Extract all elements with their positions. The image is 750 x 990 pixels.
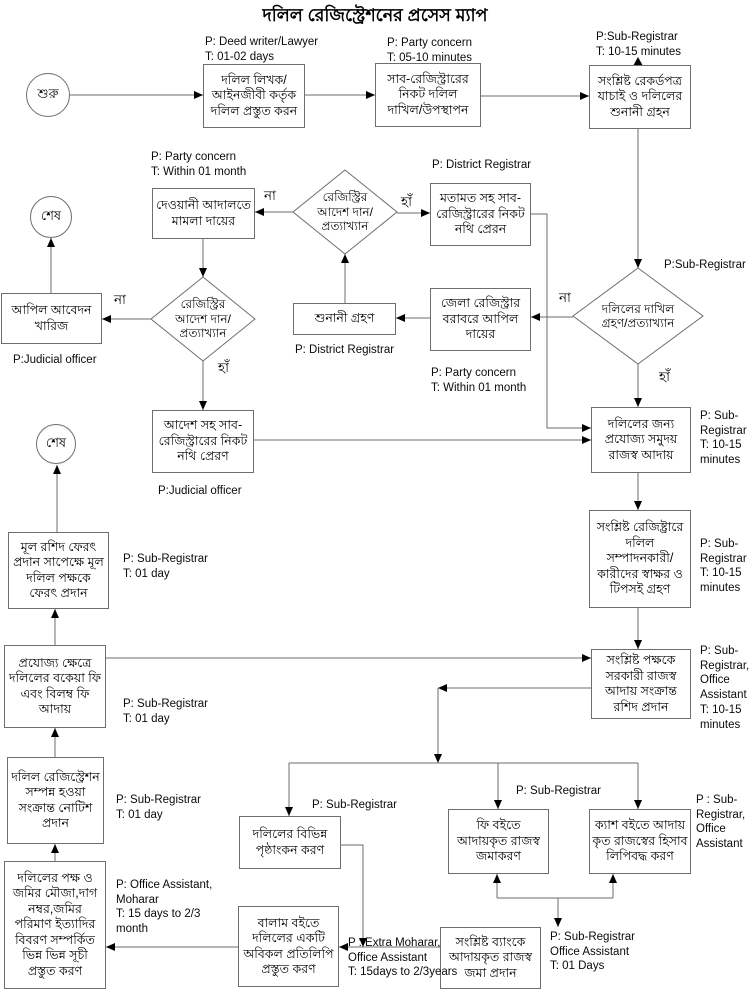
return-arrow-icon — [633, 57, 643, 66]
annotation-civil-suit: P: Party concern T: Within 01 month — [151, 151, 247, 178]
node-bank-deposit: সংশ্লিষ্ট ব্যাংকে আদায়কৃত রাজস্ব জমা প্… — [440, 927, 541, 989]
start-terminal: শুরু — [26, 73, 70, 117]
annotation-signatures-thumbprints: P: Sub- Registrar T: 10-15 minutes — [700, 538, 747, 595]
annotation-endorsements: P: Sub-Registrar — [312, 799, 398, 811]
end-terminal-1: শেষ — [30, 196, 72, 238]
node-fee-book-deposit: ফি বইতে আদায়কৃত রাজস্ব জমাকরণ — [448, 809, 549, 874]
annotation-bank-deposit: P: Sub-Registrar Office Assistant T: 01 … — [550, 931, 636, 973]
annotation-issue-revenue-receipt: P: Sub- Registrar, Office Assistant T: 1… — [700, 645, 750, 731]
node-completion-notice: দলিল রেজিস্ট্রেশন সম্পন্ন হওয়া সংক্রান্… — [7, 757, 104, 844]
node-verify-records: সংশ্লিষ্ট রেকর্ডপত্র যাচাই ও দলিলের শুনা… — [589, 65, 691, 129]
annotation-collect-revenue: P: Sub- Registrar T: 10-15 minutes — [700, 410, 747, 467]
node-endorsements: দলিলের বিভিন্ন পৃষ্ঠাংকন করণ — [239, 816, 341, 869]
node-prepare-deed: দলিল লিখক/ আইনজীবী কর্তৃক দলিল প্রস্তুত … — [203, 64, 305, 128]
node-hearing: শুনানী গ্রহণ — [293, 303, 396, 335]
node-submit-deed: সাব-রেজিস্ট্রারের নিকট দলিল দাখিল/উপস্থা… — [375, 63, 481, 127]
page-title: দলিল রেজিস্ট্রেশনের প্রসেস ম্যাপ — [262, 5, 488, 25]
node-appeal-district-registrar: জেলা রেজিস্ট্রার বরাবরে আপিল দায়ের — [430, 288, 531, 351]
annotation-verify-records: P:Sub-Registrar T: 10-15 minutes — [596, 31, 682, 58]
node-cash-book-record: ক্যাশ বইতে আদায় কৃত রাজস্বের হিসাব লিপি… — [589, 809, 691, 874]
edge-label-no-registry-order-2: না — [114, 292, 126, 307]
edge-label-yes-deed-submission: হাঁ — [659, 369, 671, 384]
node-civil-suit: দেওয়ানী আদালতে মামলা দায়ের — [152, 188, 255, 239]
annotation-send-file-order: P:Judicial officer — [158, 485, 242, 497]
node-collect-revenue: দলিলের জন্য প্রযোজ্য সমুদয় রাজস্ব আদায় — [591, 407, 691, 473]
end-terminal-2: শেষ — [36, 424, 76, 464]
node-signatures-thumbprints: সংশ্লিষ্ট রেজিষ্ট্রারে দলিল সম্পাদনকারী/… — [589, 510, 691, 608]
node-return-original-deed: মূল রশিদ ফেরৎ প্রদান সাপেক্ষে মূল দলিল প… — [8, 532, 109, 609]
annotation-fee-book-deposit: P: Sub-Registrar — [516, 785, 602, 797]
annotation-appeal-dismissed: P:Judicial officer — [13, 354, 97, 366]
annotation-hearing: P: District Registrar — [295, 344, 395, 356]
decision-registry-order-1: রেজিস্ট্রির আদেশ দান/ প্রত্যাখ্যান — [317, 190, 373, 234]
annotation-send-file-opinion: P: District Registrar — [432, 159, 532, 171]
annotation-deed-submission: P:Sub-Registrar — [664, 259, 746, 271]
edge-label-no-deed-submission: না — [559, 290, 571, 305]
annotation-prepare-deed: P: Deed writer/Lawyer T: 01-02 days — [205, 36, 319, 63]
annotation-collect-due-late-fees: P: Sub-Registrar T: 01 day — [123, 698, 209, 725]
node-appeal-dismissed: আপিল আবেদন খারিজ — [1, 293, 102, 344]
annotation-cash-book-record: P : Sub- Registrar, Office Assistant — [696, 794, 746, 851]
annotation-appeal-district-registrar: P: Party concern T: Within 01 month — [431, 367, 527, 394]
node-prepare-indexes: দলিলের পক্ষ ও জমির মৌজা,দাগ নম্বর,জমির প… — [4, 861, 106, 989]
node-collect-due-late-fees: প্রযোজ্য ক্ষেত্রে দলিলের বকেয়া ফি এবং ব… — [4, 645, 106, 728]
decision-deed-submission: দলিলের দাখিল গ্রহণ/প্রত্যাখ্যান — [601, 301, 675, 330]
node-send-file-order: আদেশ সহ সাব- রেজিস্ট্রারের নিকট নথি প্রে… — [152, 410, 254, 473]
annotation-prepare-indexes: P: Office Assistant, Moharar T: 15 days … — [116, 879, 213, 936]
edge-label-no-registry-order-1: না — [264, 188, 276, 203]
node-issue-revenue-receipt: সংশ্লিষ্ট পক্ষকে সরকারী রাজস্ব আদায় সংক… — [591, 649, 691, 719]
edge-label-yes-registry-order-2: হাঁ — [218, 360, 230, 375]
edge-label-yes-registry-order-1: হাঁ — [401, 194, 413, 209]
annotation-completion-notice: P: Sub-Registrar T: 01 day — [116, 794, 202, 821]
node-balam-copy: বালাম বইতে দলিলের একটি অবিকল প্রতিলিপি প… — [238, 906, 339, 987]
annotation-return-original-deed: P: Sub-Registrar T: 01 day — [123, 553, 209, 580]
node-send-file-opinion: মতামত সহ সাব- রেজিস্ট্রারের নিকট নথি প্র… — [430, 183, 531, 246]
annotation-submit-deed: P: Party concern T: 05-10 minutes — [387, 37, 473, 64]
decision-registry-order-2: রেজিস্ট্রির আদেশ দান/ প্রত্যাখ্যান — [175, 297, 231, 341]
annotation-balam-copy: P : Extra Moharar, Office Assistant T: 1… — [348, 937, 458, 979]
